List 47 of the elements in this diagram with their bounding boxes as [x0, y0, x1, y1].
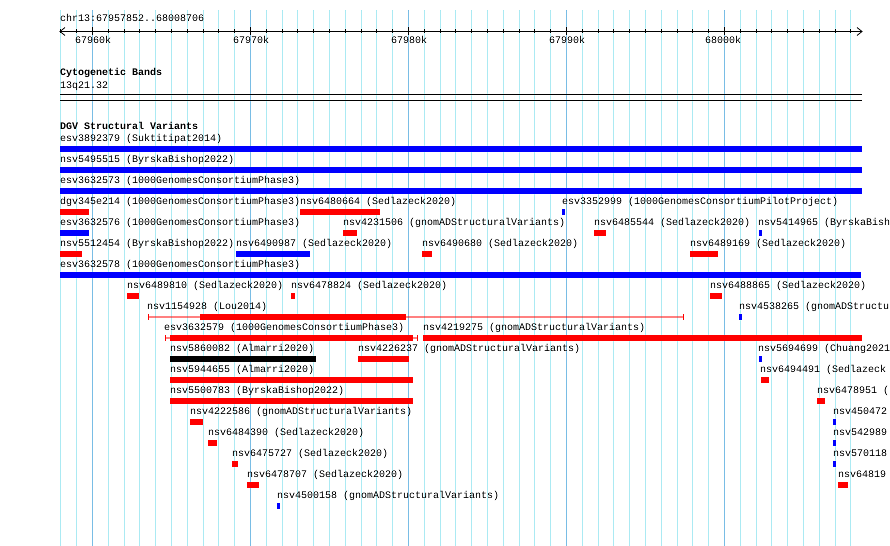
variant-label: nsv6475727 (Sedlazeck2020) [232, 449, 388, 461]
variant-label: esv3632578 (1000GenomesConsortiumPhase3) [60, 260, 300, 272]
variant-label: nsv4222586 (gnomADStructuralVariants) [190, 407, 412, 419]
variant-label: nsv570118 [833, 449, 888, 461]
variant-label: nsv5944655 (Almarri2020) [170, 365, 314, 377]
variant-label: nsv1154928 (Lou2014) [147, 302, 268, 314]
variant-label: nsv4226237 (gnomADStructuralVariants) [358, 344, 580, 356]
variant-label: nsv6478707 (Sedlazeck2020) [247, 470, 404, 482]
variant-label: nsv6494491 (Sedlazeck [760, 365, 886, 377]
variant-label: nsv4219275 (gnomADStructuralVariants) [423, 323, 646, 335]
variant-label: esv3352999 (1000GenomesConsortiumPilotProject) [562, 197, 838, 209]
variant-label: nsv4231506 (gnomADStructuralVariants) [343, 218, 566, 230]
track-title: Cytogenetic Bands [60, 68, 162, 80]
variant-label: nsv4500158 (gnomADStructuralVariants) [277, 491, 500, 503]
variant-label: nsv64819 [838, 470, 886, 482]
variant-label: nsv542989 [833, 428, 888, 440]
variant-label: nsv5860082 (Almarri2020) [170, 344, 314, 356]
coordinate-range: chr13:67957852..68008706 [60, 14, 204, 26]
axis-tick-label: 67970k [233, 36, 270, 48]
variant-label: esv3632579 (1000GenomesConsortiumPhase3) [164, 323, 404, 335]
variant-label: nsv5694699 (Chuang2021 [758, 344, 890, 356]
axis-tick-label: 67980k [391, 36, 428, 48]
variant-label: nsv4538265 (gnomADStructu [739, 302, 890, 314]
variant-label: nsv6490987 (Sedlazeck2020) [236, 239, 392, 251]
variant-label: esv3632576 (1000GenomesConsortiumPhase3) [60, 218, 300, 230]
variant-label: nsv5500783 (ByrskaBishop2022) [170, 386, 344, 398]
variant-label: esv3632573 (1000GenomesConsortiumPhase3) [60, 176, 300, 188]
variant-label: nsv6480664 (Sedlazeck2020) [300, 197, 456, 209]
axis-tick-label: 67960k [75, 36, 112, 48]
variant-label: nsv5414965 (ByrskaBish [758, 218, 890, 230]
variant-label: dgv345e214 (1000GenomesConsortiumPhase3) [60, 197, 300, 209]
variant-label: nsv5495515 (ByrskaBishop2022) [60, 155, 234, 167]
track-title: DGV Structural Variants [60, 122, 198, 134]
axis-tick-label: 68000k [705, 36, 742, 48]
variant-label: nsv6488865 (Sedlazeck2020) [710, 281, 866, 293]
variant-label: nsv6490680 (Sedlazeck2020) [422, 239, 578, 251]
variant-label: nsv6478951 ( [817, 386, 890, 398]
variant-label: nsv450472 [833, 407, 888, 419]
axis-tick-label: 67990k [549, 36, 586, 48]
variant-label: nsv6478824 (Sedlazeck2020) [291, 281, 448, 293]
variant-label: nsv6484390 (Sedlazeck2020) [208, 428, 364, 440]
variant-label: nsv6485544 (Sedlazeck2020) [594, 218, 750, 230]
variant-label: nsv6489169 (Sedlazeck2020) [690, 239, 846, 251]
variant-label: nsv6489810 (Sedlazeck2020) [127, 281, 284, 293]
variant-label: nsv5512454 (ByrskaBishop2022) [60, 239, 234, 251]
variant-label: esv3892379 (Suktitipat2014) [60, 134, 222, 146]
band-name: 13q21.32 [60, 81, 108, 93]
